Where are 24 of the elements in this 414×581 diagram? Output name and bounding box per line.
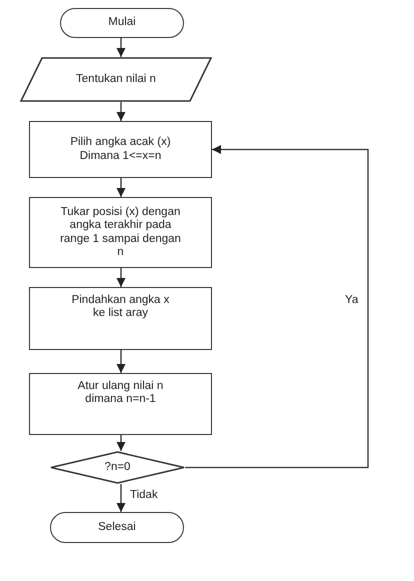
terminal-shape <box>60 8 184 38</box>
node-label: ?n=0 <box>104 460 130 474</box>
node-label: Pindahkan angka x ke list aray <box>70 294 170 320</box>
arrow <box>116 350 126 373</box>
process-box <box>29 121 212 178</box>
terminal-shape <box>50 512 184 543</box>
edge-label: Tidak <box>128 489 160 501</box>
arrow <box>116 102 126 121</box>
edge-label: Ya <box>343 294 360 306</box>
node-label: Atur ulang nilai n dimana n=n-1 <box>76 380 164 406</box>
process-box <box>29 373 212 435</box>
arrow <box>116 484 126 512</box>
arrow <box>116 435 126 451</box>
arrow <box>185 144 369 468</box>
node-label: Pilih angka acak (x) Dimana 1<=x=n <box>69 136 172 163</box>
node-label: Selesai <box>98 520 136 534</box>
process-box <box>29 197 212 268</box>
arrow <box>116 178 126 197</box>
node-label: Tukar posisi (x) dengan angka terakhir pada range 1 sampai dengan n <box>59 206 182 259</box>
node-label: Mulai <box>108 16 136 30</box>
node-label: Tentukan nilai n <box>76 72 156 86</box>
arrow <box>116 268 126 287</box>
process-box <box>29 287 212 350</box>
arrow <box>116 38 126 57</box>
